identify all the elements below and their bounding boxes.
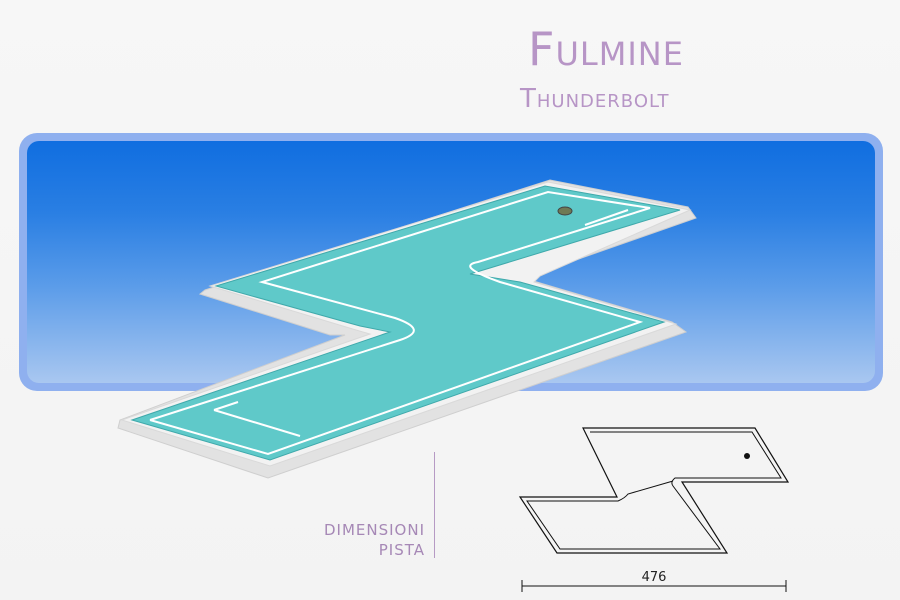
hole-icon [557, 206, 573, 216]
dimension-value: 476 [641, 570, 667, 585]
course-panel [19, 133, 883, 391]
course-line-outer [149, 190, 651, 456]
course-tee-line-2 [213, 401, 239, 411]
course-tee-line [213, 409, 301, 437]
course-green-line [584, 209, 629, 226]
page-title: Fulmine [528, 22, 684, 76]
label-divider [434, 452, 435, 558]
plan-outline-inner-2 [590, 432, 673, 481]
plan-outline-inner [526, 431, 782, 550]
dimensions-label-line2: PISTA [378, 541, 425, 559]
dimensions-label-line1: DIMENSIONI [323, 521, 425, 539]
dimensions-label: DIMENSIONI PISTA [250, 520, 425, 560]
page-subtitle: Thunderbolt [520, 84, 670, 114]
plan-hole-icon [744, 453, 750, 459]
plan-outline-outer [518, 427, 790, 554]
